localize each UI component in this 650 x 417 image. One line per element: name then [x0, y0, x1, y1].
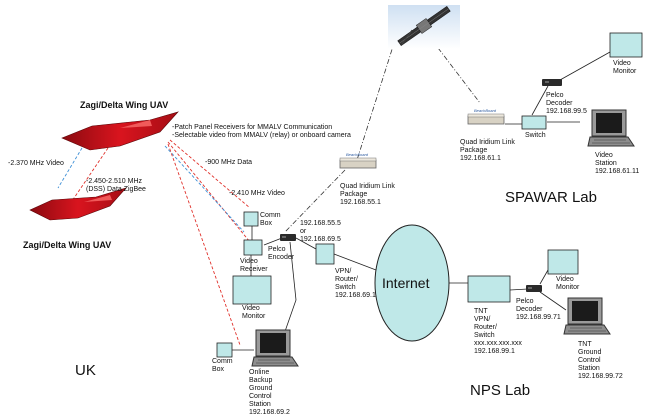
rf-link-2410-red	[167, 141, 251, 243]
spawar-video-station-label: Video Station 192.168.61.11	[595, 152, 640, 175]
satellite-link-spawar	[431, 39, 481, 104]
nps-lab-label: NPS Lab	[470, 382, 531, 399]
encoder-to-vpn-link	[295, 237, 317, 250]
uav-top-label: Zagi/Delta Wing UAV	[80, 100, 169, 110]
nps-decoder-to-monitor-link	[539, 269, 549, 285]
uav-top-icon	[61, 111, 179, 151]
video-2410-label: -2.410 MHz Video	[229, 190, 285, 197]
spawar-lab-label: SPAWAR Lab	[505, 189, 597, 206]
spawar-switch-label: Switch	[525, 132, 546, 139]
vpn-uk-label: VPN/ Router/ Switch 192.168.69.1	[335, 268, 376, 299]
nps-video-monitor[interactable]	[547, 249, 579, 275]
comm-box-top[interactable]	[243, 211, 259, 227]
rf-link-backup	[167, 143, 241, 346]
spawar-switch-box[interactable]	[521, 115, 547, 130]
iridium-to-encoder-link	[284, 169, 346, 233]
encoder-ips-label: 192.168.55.5 or 192.168.69.5	[300, 220, 341, 243]
comm-box-bottom-label: Comm Box	[212, 358, 233, 373]
quad-iridium-uk-label: Quad Iridium Link Package 192.168.55.1	[340, 183, 395, 206]
patch-panel-note: -Patch Panel Receivers for MMALV Communi…	[172, 124, 351, 139]
data-900-label: -900 MHz Data	[205, 159, 253, 166]
spawar-video-monitor[interactable]	[609, 32, 643, 58]
spawar-pelco-decoder-icon[interactable]	[542, 79, 562, 86]
nps-video-monitor-label: Video Monitor	[556, 276, 580, 291]
uav-bottom-icon	[29, 187, 127, 221]
encoder-to-laptop-link	[281, 241, 297, 341]
spawar-video-monitor-label: Video Monitor	[613, 60, 637, 75]
satellite-icon	[388, 5, 460, 49]
spawar-quad-iridium-modem-icon[interactable]	[467, 107, 505, 125]
spawar-switch-to-decoder-link	[531, 85, 549, 116]
nps-decoder-to-gcs-link	[539, 291, 567, 311]
nps-gcs-label: TNT Ground Control Station 192.168.99.72	[578, 341, 623, 380]
quad-iridium-uk-modem-icon[interactable]	[339, 151, 377, 169]
video-2370-label: -2.370 MHz Video	[8, 160, 64, 167]
nps-vpn-label: TNT VPN/ Router/ Switch xxx.xxx.xxx.xxx …	[474, 308, 522, 355]
nps-pelco-decoder-label: Pelco Decoder 192.168.99.71	[516, 298, 561, 321]
spawar-pelco-decoder-label: Pelco Decoder 192.168.99.5	[546, 92, 587, 115]
uav-bottom-label: Zagi/Delta Wing UAV	[23, 240, 112, 250]
spawar-quad-iridium-label: Quad Iridium Link Package 192.168.61.1	[460, 139, 515, 162]
spawar-decoder-to-monitor-link	[559, 51, 611, 81]
video-receiver-box[interactable]	[243, 239, 263, 256]
rf-link-uav-uav-blue	[57, 147, 83, 189]
links	[57, 39, 611, 351]
rf-link-uav-uav-red	[69, 147, 109, 205]
online-backup-gcs-laptop-icon[interactable]	[251, 329, 299, 367]
satellite-link-uk	[356, 39, 396, 161]
comm-box-top-label: Comm Box	[260, 212, 281, 227]
vpn-to-internet-link	[333, 253, 377, 271]
internet-label: Internet	[382, 275, 430, 291]
online-backup-gcs-label: Online Backup Ground Control Station 192…	[249, 369, 290, 416]
vpn-router-uk[interactable]	[315, 243, 335, 265]
receiver-to-encoder-link	[263, 237, 283, 246]
pelco-encoder-label: Pelco Encoder	[268, 246, 295, 261]
nps-vpn-router[interactable]	[467, 275, 511, 303]
dss-data-label: -2.450-2.510 MHz (DSS) Data ZigBee	[86, 178, 146, 193]
spawar-video-station-laptop-icon[interactable]	[587, 109, 635, 147]
nps-vpn-to-decoder-link	[509, 288, 529, 291]
nps-pelco-decoder-icon[interactable]	[526, 285, 542, 292]
video-monitor-uk[interactable]	[232, 275, 272, 305]
video-monitor-uk-label: Video Monitor	[242, 305, 266, 320]
video-receiver-label: Video Receiver	[240, 258, 268, 273]
pelco-encoder-icon[interactable]	[280, 234, 296, 241]
rf-link-2410-blue	[164, 145, 245, 233]
comm-box-bottom[interactable]	[216, 342, 233, 358]
rf-link-900mhz	[169, 139, 251, 209]
internet-cloud[interactable]	[374, 224, 450, 342]
nps-gcs-laptop-icon[interactable]	[563, 297, 611, 335]
uk-label: UK	[75, 362, 96, 379]
